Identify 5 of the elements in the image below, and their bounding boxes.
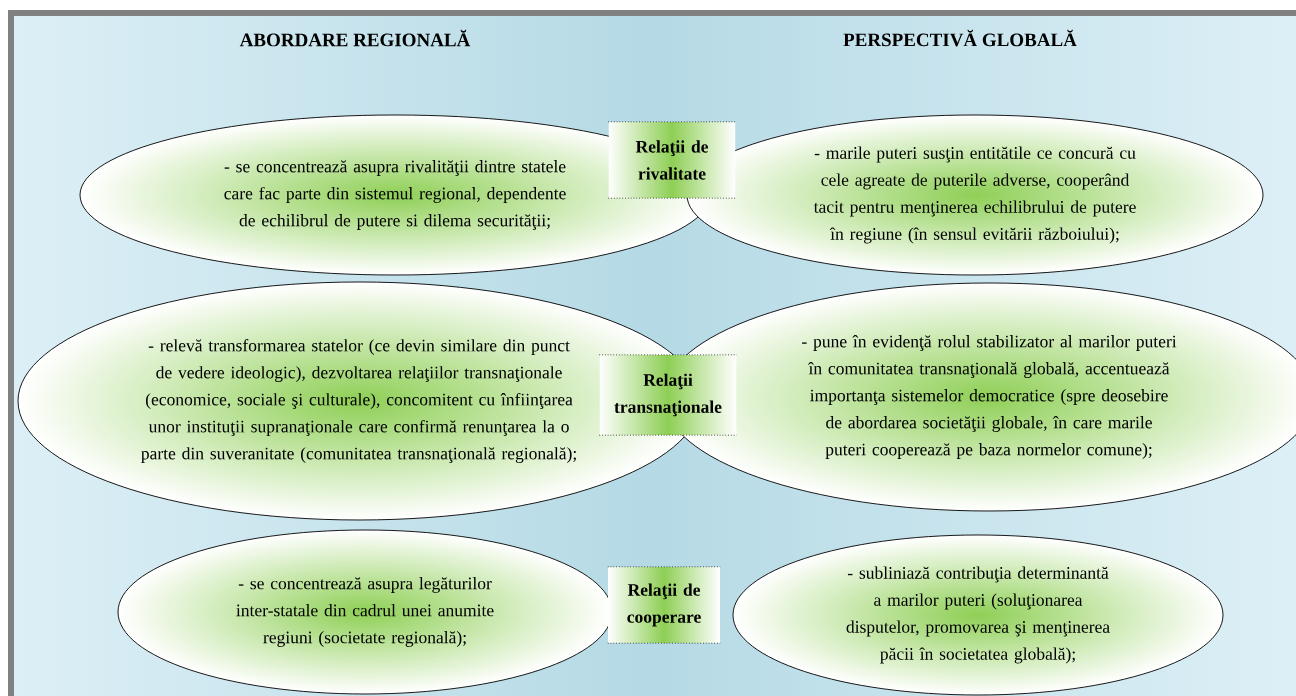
relation-box: Relaţii transnaţionale: [598, 354, 738, 436]
column-heading: PERSPECTIVĂ GLOBALĂ: [843, 29, 1077, 47]
relation-box: Relaţii de rivalitate: [607, 121, 737, 199]
column-heading: ABORDARE REGIONALĂ: [239, 29, 471, 47]
relation-box: Relaţii de cooperare: [607, 566, 721, 644]
